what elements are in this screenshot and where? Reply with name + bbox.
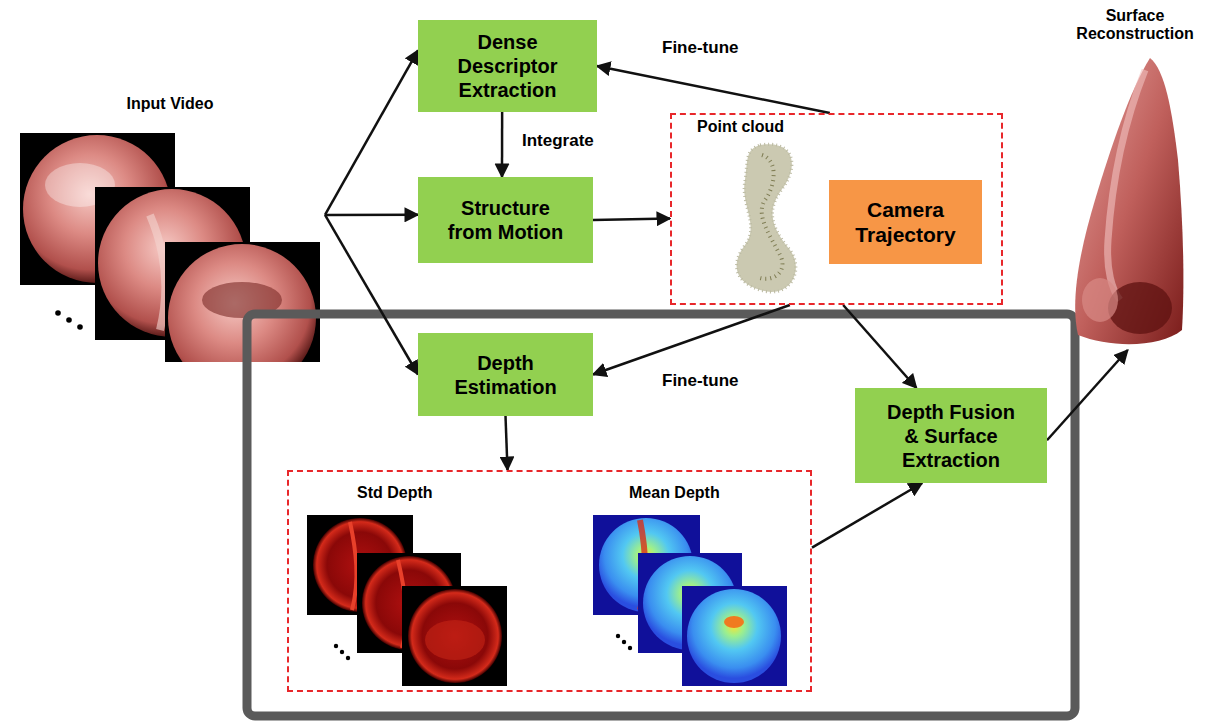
connector-arrow (325, 50, 418, 215)
ellipsis-dots (55, 310, 83, 330)
map-disk (408, 589, 502, 683)
output-group: Point cloudCamera Trajectory (670, 113, 1003, 305)
map-ridge (350, 522, 356, 610)
connector-arrow (325, 215, 418, 375)
dot (77, 324, 83, 330)
process-box: Depth Estimation (418, 333, 593, 416)
connector-arrow (597, 66, 830, 113)
endoscope-view (168, 244, 316, 362)
group-frame (247, 314, 1075, 716)
map-ground (402, 586, 507, 686)
map-disk (687, 589, 781, 683)
ellipsis-dots (616, 634, 632, 650)
input-video: Input Video (15, 90, 325, 365)
surface-reconstruction: Surface Reconstruction (1062, 5, 1208, 350)
model-body (1075, 58, 1183, 344)
mean-depth-map (682, 586, 787, 686)
heading: Std Depth (357, 484, 433, 502)
dot (622, 640, 626, 644)
connector-arrow (812, 483, 922, 548)
surface-model (1075, 58, 1183, 344)
highlight (150, 215, 165, 330)
heading: Input Video (15, 95, 325, 113)
process-box: Depth Fusion & Surface Extraction (855, 388, 1047, 483)
connector-arrow (501, 112, 504, 177)
dot (66, 317, 72, 323)
map-ground (682, 586, 787, 686)
model-cavity (1108, 282, 1172, 334)
edge-label: Fine-tune (660, 371, 741, 391)
ellipsis-dots (334, 644, 350, 660)
dot (334, 644, 338, 648)
connector-arrow (1047, 350, 1128, 440)
point-cloud (737, 144, 796, 292)
connector-arrow (593, 305, 790, 375)
dot (346, 656, 350, 660)
map-peak (724, 616, 744, 628)
cloud-dense (760, 155, 782, 279)
output-box: Camera Trajectory (829, 180, 982, 264)
box-label: Structure from Motion (443, 196, 568, 244)
box-label: Camera Trajectory (835, 197, 976, 247)
process-box: Dense Descriptor Extraction (418, 20, 597, 112)
connector-arrow (325, 214, 418, 217)
dot (340, 650, 344, 654)
process-box: Structure from Motion (418, 177, 593, 263)
box-label: Dense Descriptor Extraction (442, 30, 573, 102)
edge-label: Integrate (520, 131, 596, 151)
heading: Point cloud (697, 118, 784, 136)
dot (616, 634, 620, 638)
connector-arrow (506, 416, 508, 470)
cloud-shape (737, 144, 796, 292)
box-label: Depth Fusion & Surface Extraction (883, 400, 1019, 472)
output-group: Std Depth Mean Depth (287, 470, 812, 692)
connector-arrow (593, 219, 670, 220)
heading: Mean Depth (629, 484, 720, 502)
model-highlight (1108, 70, 1145, 300)
dot (55, 310, 61, 316)
std-depth-map (402, 586, 507, 686)
map-ridge (425, 620, 485, 660)
edge-label: Fine-tune (660, 38, 741, 58)
box-label: Depth Estimation (445, 351, 566, 399)
model-fold (1082, 278, 1118, 322)
connector-arrow (843, 305, 916, 388)
heading: Surface Reconstruction (1062, 7, 1208, 44)
dot (628, 646, 632, 650)
